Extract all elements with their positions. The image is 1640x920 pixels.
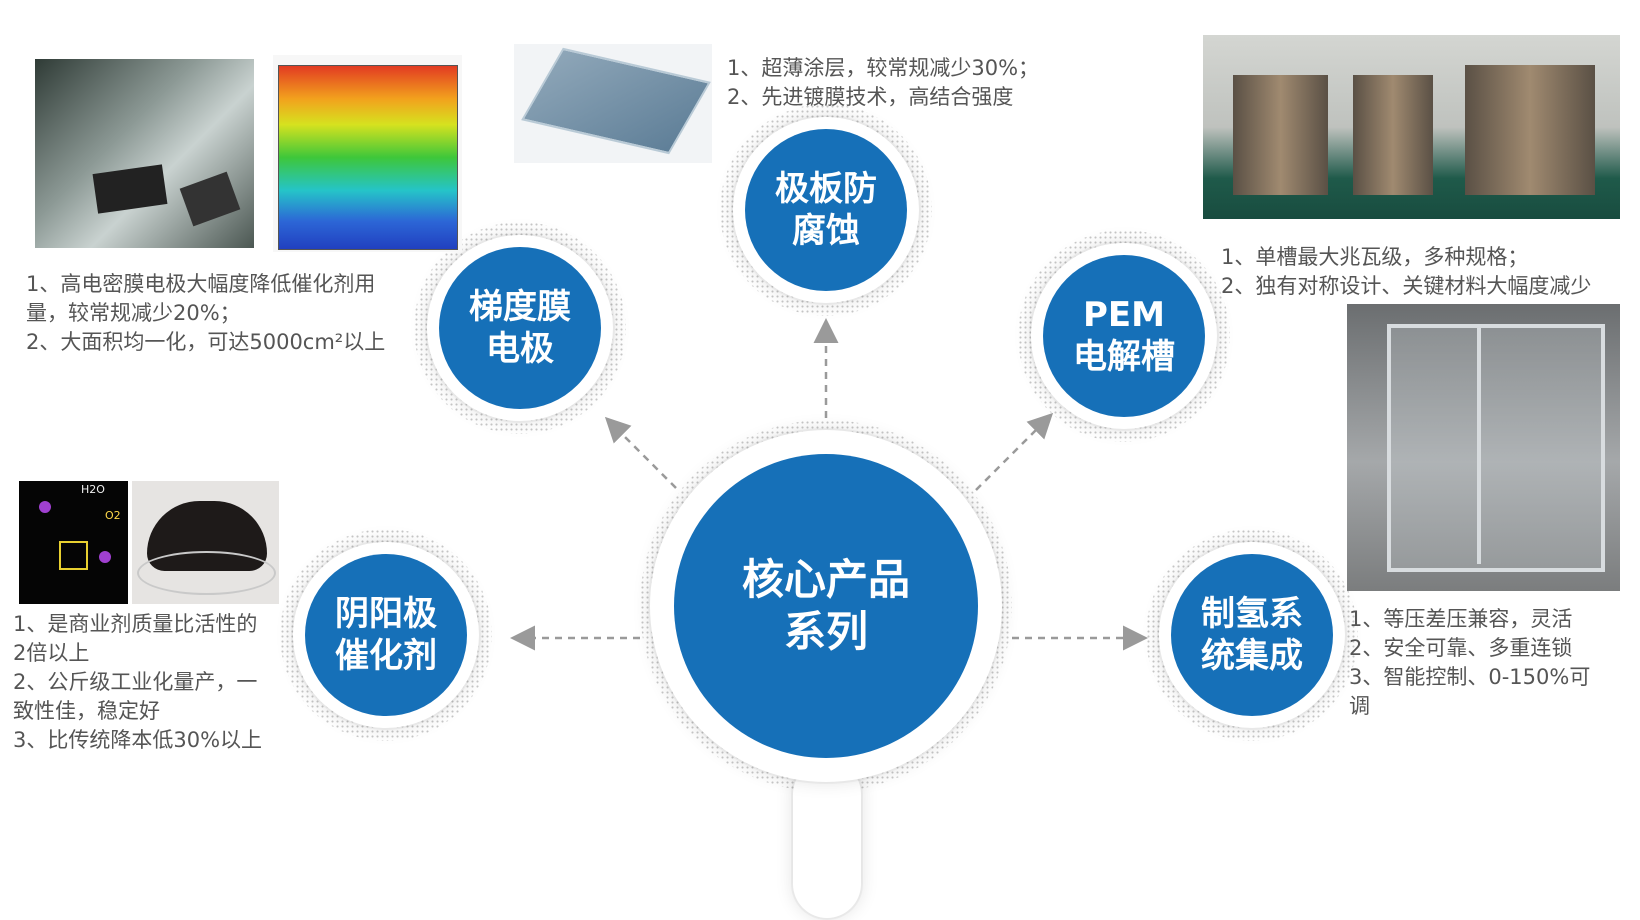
node-label: 制氢系 <box>1201 593 1303 634</box>
desc-line: 调 <box>1349 694 1370 718</box>
desc-line: 2倍以上 <box>13 641 90 665</box>
center-title-line1: 核心产品 <box>741 554 910 604</box>
node-label: 阴阳极 <box>335 593 437 634</box>
bipolar-plate-photo <box>514 44 712 163</box>
desc-line: 1、超薄涂层，较常规减少30%； <box>727 56 1040 80</box>
desc-line: 1、单槽最大兆瓦级，多种规格； <box>1221 245 1529 269</box>
node-plate-anticorrosion[interactable]: 极板防腐蚀 <box>745 129 907 291</box>
node-label: 电极 <box>486 329 554 369</box>
desc-line: 1、高电密膜电极大幅度降低催化剂用 <box>26 272 376 296</box>
node-hydrogen-system[interactable]: 制氢系统集成 <box>1171 554 1333 716</box>
pem-description: 1、单槽最大兆瓦级，多种规格； 2、独有对称设计、关键材料大幅度减少 <box>1221 243 1591 301</box>
desc-line: 2、安全可靠、多重连锁 <box>1349 636 1573 660</box>
desc-line: 1、等压差压兼容，灵活 <box>1349 607 1573 631</box>
membrane-simulation-image <box>273 55 462 252</box>
desc-line: 3、比传统降本低30%以上 <box>13 728 263 752</box>
arrow-to-membrane <box>604 416 677 489</box>
center-tail <box>793 760 861 918</box>
membrane-sample-photo <box>35 59 254 248</box>
node-label: 梯度膜 <box>469 286 571 327</box>
node-label: 电解槽 <box>1073 337 1175 377</box>
node-catalyst[interactable]: 阴阳极催化剂 <box>305 554 467 716</box>
node-label: 极板防 <box>775 168 877 209</box>
node-gradient-membrane-electrode[interactable]: 梯度膜电极 <box>439 247 601 409</box>
desc-line: 致性佳，稳定好 <box>13 699 160 723</box>
center-core-products: 核心产品系列 <box>674 454 978 758</box>
o2-label: O2 <box>105 509 121 522</box>
desc-line: 量，较常规减少20%； <box>26 301 241 325</box>
catalyst-powder-photo <box>132 481 279 604</box>
node-label: 统集成 <box>1201 636 1303 676</box>
node-label: 催化剂 <box>335 636 437 676</box>
desc-line: 3、智能控制、0-150%可 <box>1349 665 1591 689</box>
catalyst-molecule-image: H2O O2 <box>19 481 128 604</box>
hydrogen-system-photo <box>1347 304 1620 591</box>
desc-line: 1、是商业剂质量比活性的 <box>13 612 258 636</box>
node-label: PEM <box>1083 294 1165 335</box>
center-title-line2: 系列 <box>783 607 868 656</box>
catalyst-description: 1、是商业剂质量比活性的 2倍以上 2、公斤级工业化量产，一 致性佳，稳定好 3… <box>13 610 262 755</box>
h2o-label: H2O <box>81 483 105 496</box>
desc-line: 2、先进镀膜技术，高结合强度 <box>727 85 1014 109</box>
plate-description: 1、超薄涂层，较常规减少30%； 2、先进镀膜技术，高结合强度 <box>727 54 1039 112</box>
desc-line: 2、大面积均一化，可达5000cm²以上 <box>26 330 386 354</box>
arrow-to-pem <box>975 412 1054 491</box>
desc-line: 2、独有对称设计、关键材料大幅度减少 <box>1221 274 1592 298</box>
desc-line: 2、公斤级工业化量产，一 <box>13 670 258 694</box>
system-description: 1、等压差压兼容，灵活 2、安全可靠、多重连锁 3、智能控制、0-150%可 调 <box>1349 605 1590 721</box>
membrane-description: 1、高电密膜电极大幅度降低催化剂用 量，较常规减少20%； 2、大面积均一化，可… <box>26 270 385 357</box>
node-label: 腐蚀 <box>792 211 860 251</box>
pem-stack-photo <box>1203 35 1620 219</box>
